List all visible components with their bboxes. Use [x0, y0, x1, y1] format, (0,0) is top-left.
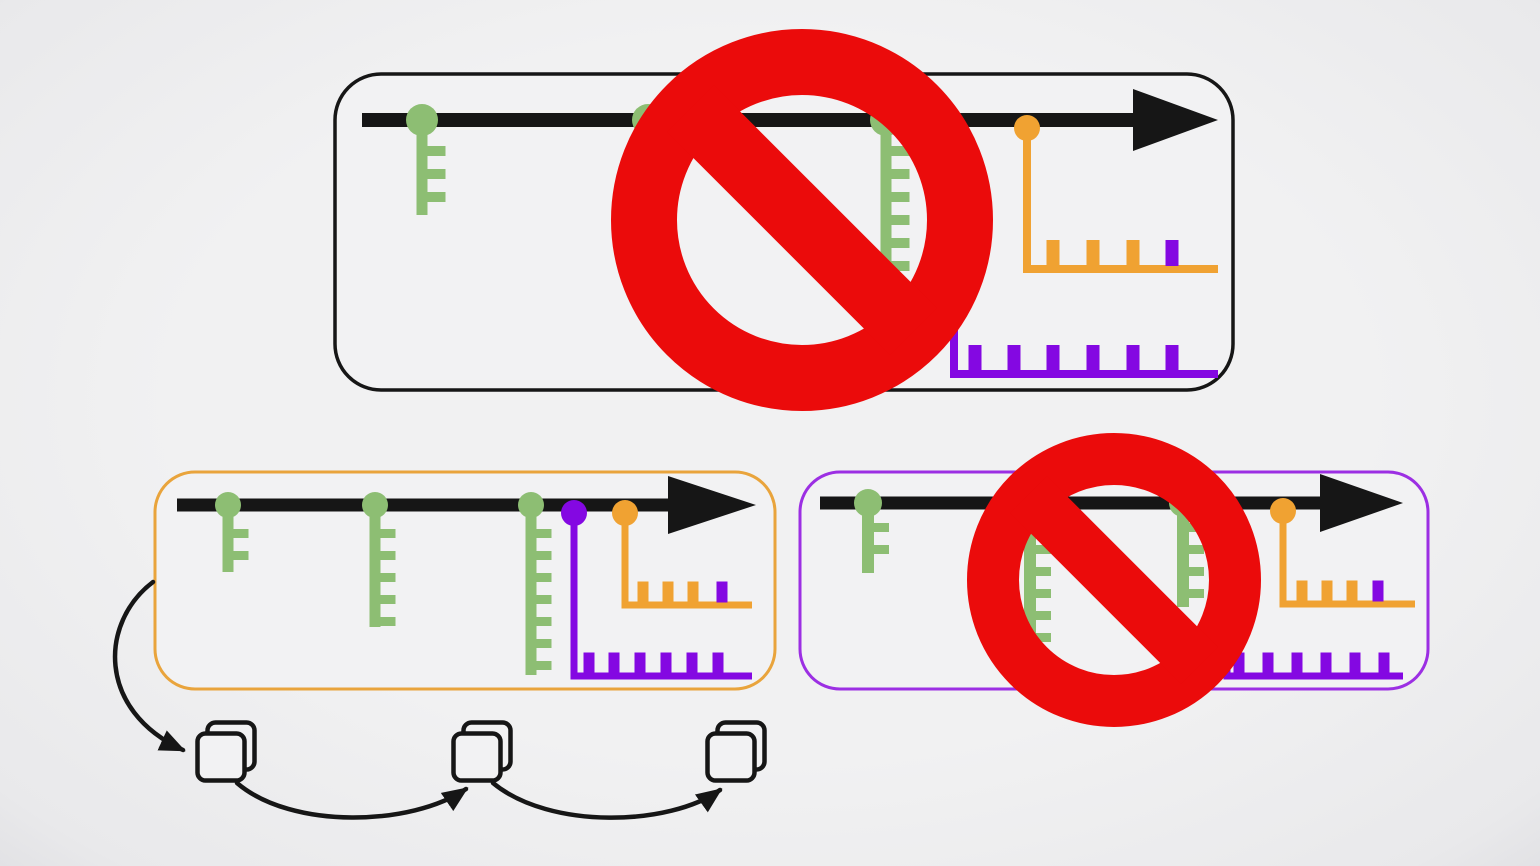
- orange-event-dot: [1014, 115, 1040, 141]
- orange-pin-marker: [1014, 115, 1218, 273]
- green-comb-marker: [406, 104, 446, 215]
- prohibition-slash: [1010, 476, 1218, 684]
- prohibition-sign-icon: [967, 433, 1261, 727]
- green-comb-marker: [362, 492, 396, 627]
- orange-tick: [1321, 580, 1333, 602]
- panel-top-blocked: [333, 29, 1235, 411]
- flow-arrow-copy1-to-copy2: [234, 780, 469, 820]
- orange-tick: [1126, 240, 1140, 266]
- stack-front-square: [705, 731, 757, 783]
- purple-event-dot: [561, 500, 587, 526]
- flow-arrow-panel-to-copy1: [112, 579, 186, 753]
- purple-pin-marker: [561, 500, 752, 680]
- timeline-arrow: [177, 476, 756, 534]
- green-comb-marker: [215, 492, 249, 572]
- green-event-dot: [406, 104, 438, 136]
- green-event-dot: [362, 492, 388, 518]
- purple-tick: [1291, 652, 1303, 674]
- purple-tick: [1349, 652, 1361, 674]
- purple-tick: [608, 652, 620, 674]
- orange-tick: [687, 581, 699, 603]
- purple-tick: [686, 652, 698, 674]
- orange-tick: [1046, 240, 1060, 266]
- purple-tick: [1165, 345, 1179, 371]
- purple-tick: [634, 652, 646, 674]
- copies-stack-icon: [195, 720, 257, 783]
- panel-replay-source-frame: [153, 470, 777, 691]
- orange-event-dot: [1270, 498, 1296, 524]
- prohibition-sign-icon: [611, 29, 993, 411]
- purple-tick: [1378, 652, 1390, 674]
- flow-arrow-copy2-to-copy3: [490, 780, 723, 820]
- stack-front-square: [195, 731, 247, 783]
- purple-tick: [1233, 652, 1245, 674]
- timeline-arrowhead: [1133, 89, 1218, 151]
- timeline-arrow: [820, 474, 1403, 532]
- orange-event-dot: [612, 500, 638, 526]
- purple-tick: [1320, 652, 1332, 674]
- purple-tick: [1046, 345, 1060, 371]
- copies-stack-icon: [705, 720, 767, 783]
- panel-replay-source: [153, 470, 777, 691]
- purple-tick: [1165, 240, 1179, 266]
- green-event-dot: [518, 492, 544, 518]
- orange-pin-marker: [1270, 498, 1415, 608]
- green-comb-marker: [518, 492, 552, 675]
- green-comb-marker: [854, 489, 889, 573]
- orange-tick: [1296, 580, 1308, 602]
- purple-tick: [1086, 345, 1100, 371]
- purple-tick: [968, 345, 982, 371]
- purple-tick: [712, 652, 724, 674]
- orange-tick: [637, 581, 649, 603]
- purple-tick: [1372, 580, 1384, 602]
- purple-tick: [1007, 345, 1021, 371]
- purple-tick: [660, 652, 672, 674]
- green-event-dot: [215, 492, 241, 518]
- purple-tick: [716, 581, 728, 603]
- purple-tick: [1126, 345, 1140, 371]
- timeline-arrow: [362, 89, 1218, 151]
- timeline-arrowhead: [668, 476, 756, 534]
- stack-front-square: [451, 731, 503, 783]
- prohibition-slash: [666, 84, 938, 356]
- purple-tick: [1262, 652, 1274, 674]
- panel-copy-blocked: [798, 433, 1430, 727]
- copies-stack-icon: [451, 720, 513, 783]
- orange-pin-marker: [612, 500, 752, 609]
- orange-tick: [662, 581, 674, 603]
- green-event-dot: [854, 489, 882, 517]
- orange-tick: [1346, 580, 1358, 602]
- purple-tick: [583, 652, 595, 674]
- orange-tick: [1086, 240, 1100, 266]
- timeline-arrowhead: [1320, 474, 1403, 532]
